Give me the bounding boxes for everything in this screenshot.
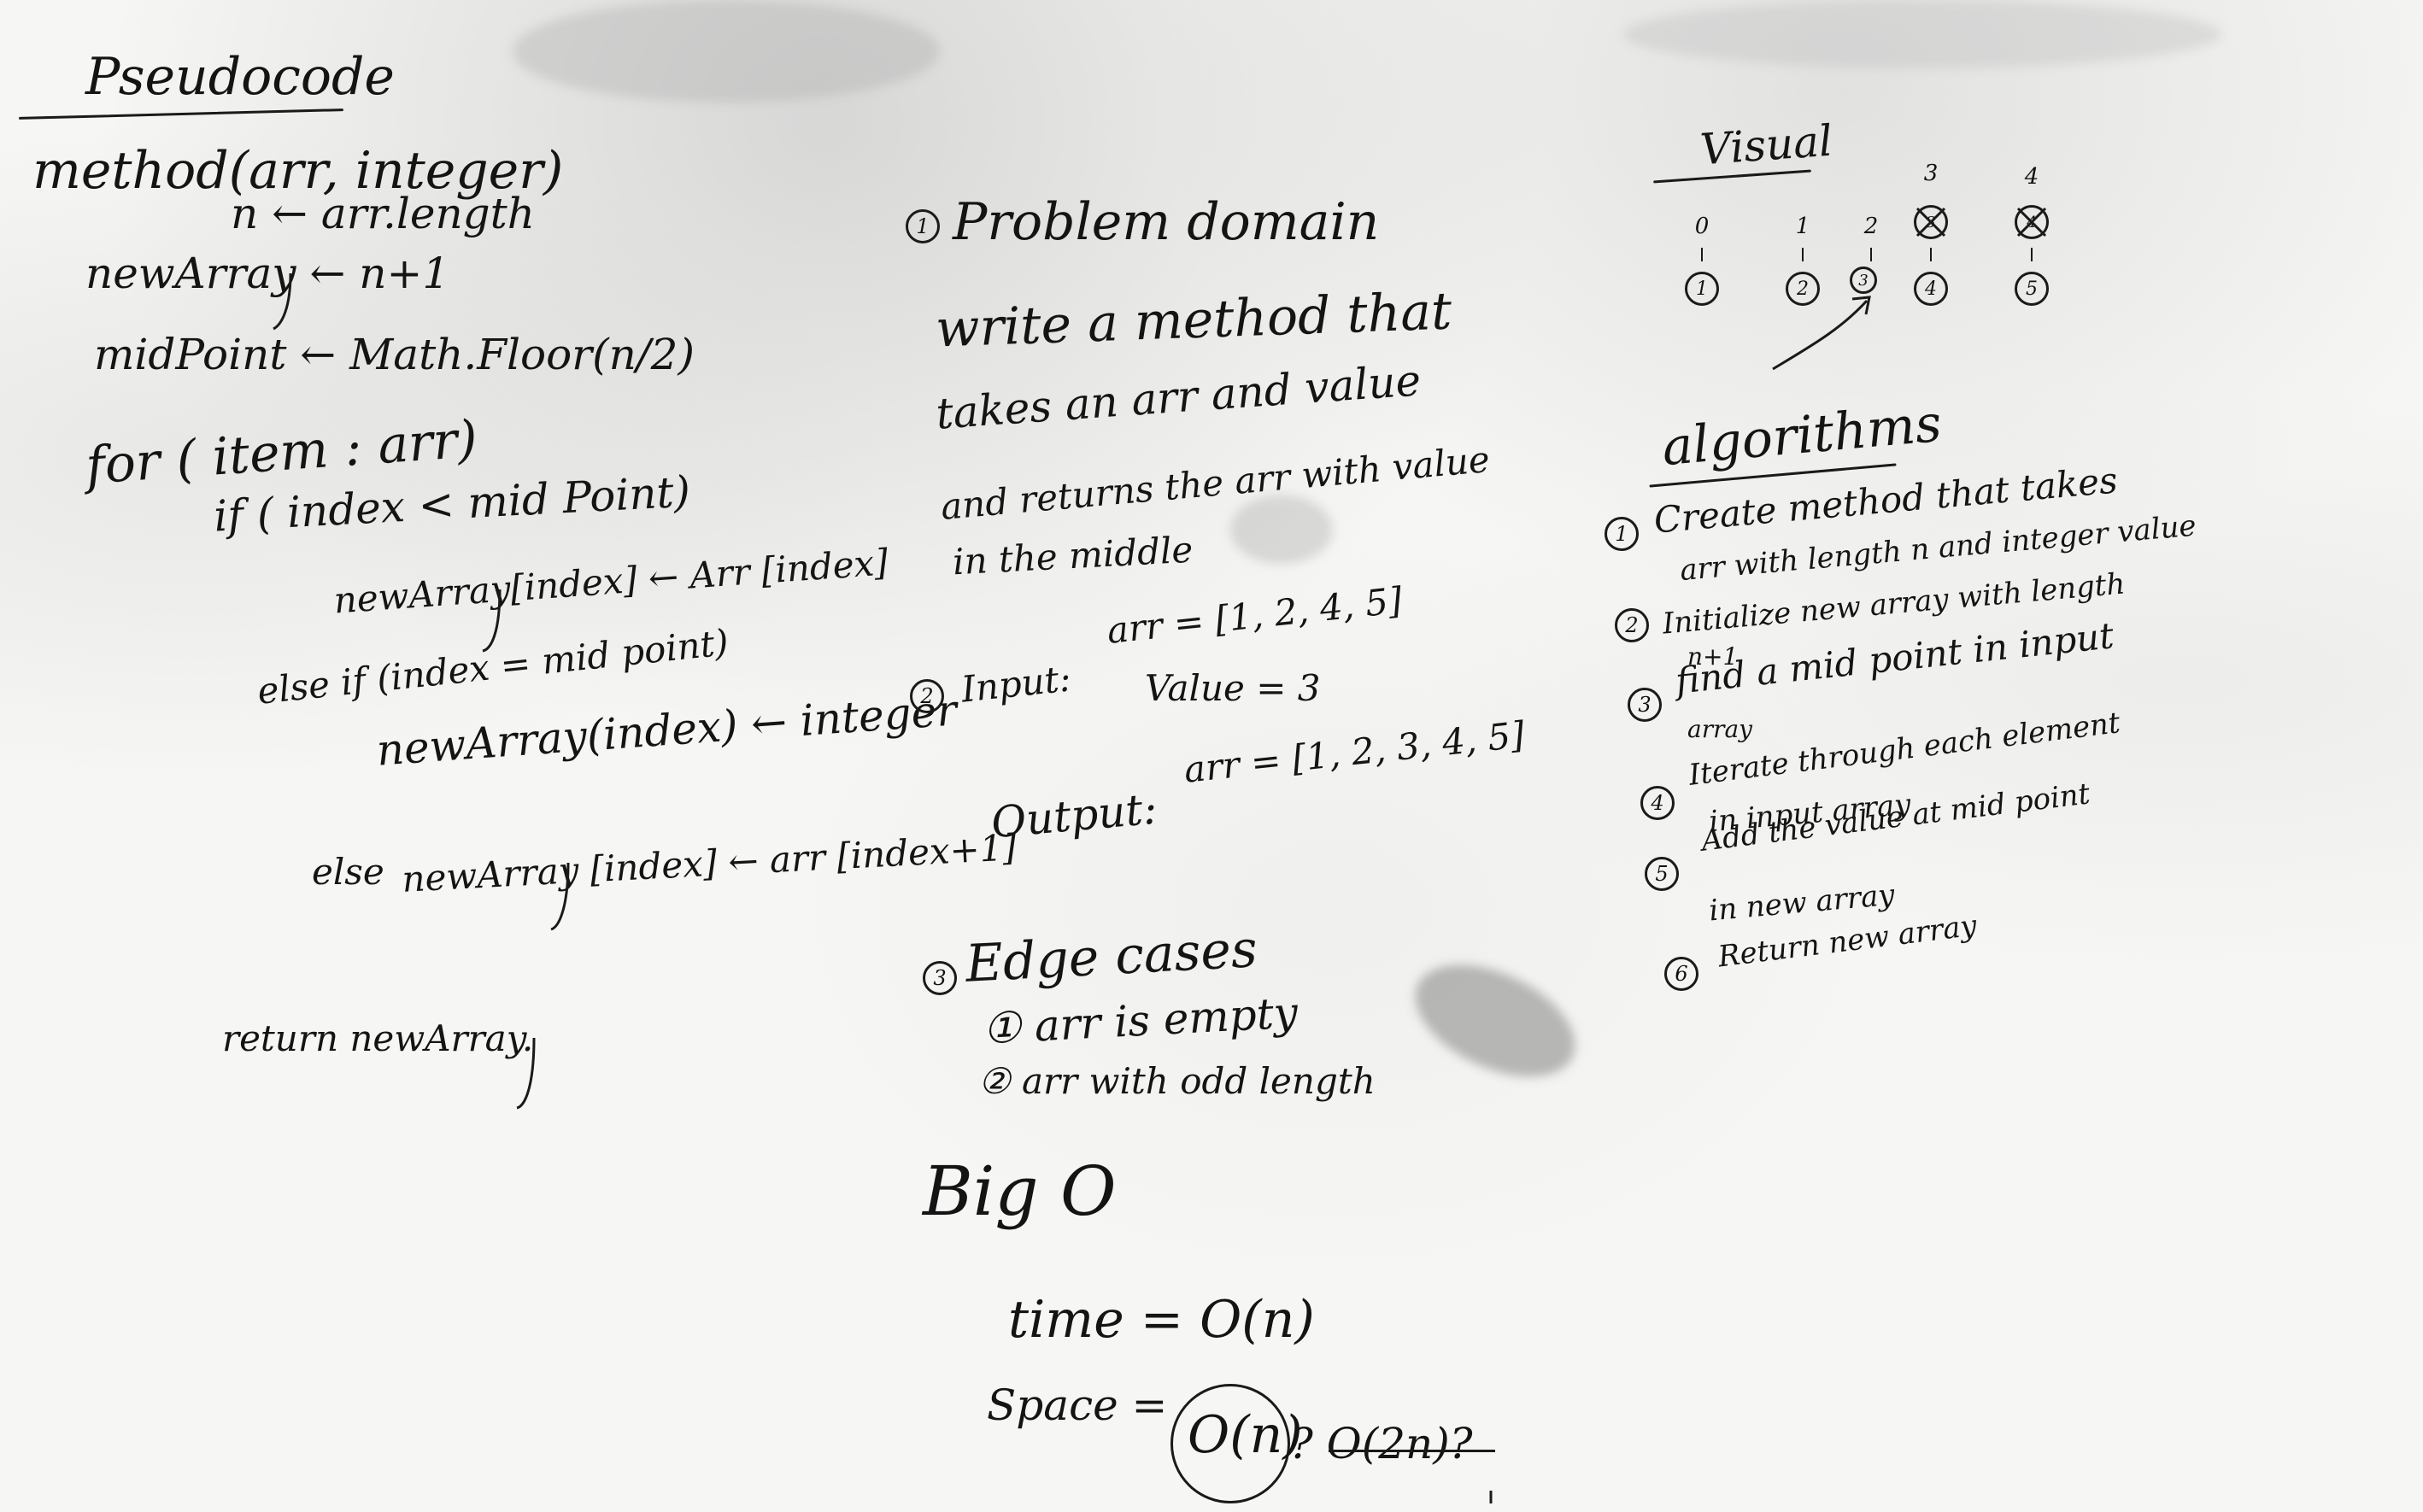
big-o-space-circle — [1170, 1384, 1290, 1503]
eraser-smudge — [513, 0, 940, 103]
visual-tick — [1870, 248, 1872, 261]
input-label: Input: — [959, 657, 1073, 711]
algo-step-2-line2: n+1 — [1687, 642, 1739, 671]
pseudo-line-method: method(arr, integer) — [32, 141, 564, 201]
visual-title: Visual — [1698, 115, 1834, 175]
pseudo-line-newarray: newArray ← n+1 — [85, 249, 450, 298]
visual-tick — [2031, 248, 2033, 261]
pseudo-line-return: return newArray. — [222, 1017, 534, 1059]
problem-line-1: write a method that — [934, 281, 1453, 360]
pseudo-line-n: n ← arr.length — [231, 189, 535, 238]
step-badge-1: 1 — [906, 209, 940, 243]
pseudo-line-assign-right: newArray [index] ← arr [index+1] — [401, 826, 1018, 900]
visual-index-1: 1 — [1795, 214, 1810, 239]
pseudocode-title: Pseudocode — [85, 47, 395, 107]
visual-node-1: 1 — [1685, 272, 1719, 306]
problem-domain-heading: Problem domain — [953, 192, 1380, 252]
big-o-time: time = O(n) — [1008, 1290, 1315, 1350]
visual-tick — [1802, 248, 1804, 261]
visual-tick — [1930, 248, 1932, 261]
algo-step-badge-5: 5 — [1645, 857, 1679, 891]
visual-node-3: 3 — [1850, 267, 1877, 294]
problem-line-3: and returns the arr with value — [939, 438, 1492, 529]
pseudo-line-assign-left: newArray[index] ← Arr [index] — [332, 541, 890, 622]
edge-case-1: ① arr is empty — [981, 987, 1300, 1054]
visual-struck-node-4: 4 — [2015, 205, 2049, 239]
pseudo-line-assign-integer: newArray(index) ← integer — [374, 685, 959, 776]
visual-struck-node-3-label: 3 — [1926, 213, 1936, 231]
pseudo-line-elseif: else if (index = mid point) — [255, 621, 730, 712]
visual-upper-label-3: 3 — [1923, 161, 1939, 186]
input-value: Value = 3 — [1145, 667, 1321, 709]
algo-step-badge-2: 2 — [1615, 608, 1649, 642]
problem-line-4: in the middle — [951, 528, 1194, 583]
algo-step-badge-1: 1 — [1605, 517, 1639, 551]
big-o-space-label: Space = — [987, 1380, 1168, 1430]
visual-tick — [1701, 248, 1703, 261]
problem-line-2: takes an arr and value — [934, 355, 1423, 439]
edge-case-2: ② arr with odd length — [978, 1060, 1376, 1102]
step-badge-3: 3 — [923, 961, 957, 995]
algo-step-3-line2: array — [1687, 715, 1752, 743]
output-label: Output: — [989, 783, 1159, 848]
big-o-space-alt: ? O(2n)? — [1290, 1419, 1473, 1468]
algorithms-title: algorithms — [1659, 393, 1945, 478]
visual-index-2: 2 — [1863, 214, 1879, 239]
edge-cases-heading: Edge cases — [964, 919, 1259, 994]
pseudocode-title-underline — [19, 108, 343, 120]
visual-insert-arrowhead — [1851, 296, 1871, 315]
visual-node-4: 4 — [1914, 272, 1948, 306]
step-badge-2: 2 — [910, 679, 944, 713]
algo-step-badge-4: 4 — [1640, 786, 1675, 820]
visual-struck-node-3: 3 — [1914, 205, 1948, 239]
big-o-space-value: O(n) — [1188, 1405, 1303, 1465]
algo-step-badge-3: 3 — [1628, 688, 1662, 722]
pseudo-line-midpoint: midPoint ← Math.Floor(n/2) — [94, 330, 695, 379]
visual-index-0: 0 — [1694, 214, 1710, 239]
algo-step-4-line1: Iterate through each element — [1687, 706, 2122, 793]
visual-insert-arrow — [1772, 299, 1869, 371]
visual-node-2: 2 — [1786, 272, 1820, 306]
visual-struck-node-4-label: 4 — [2027, 213, 2037, 231]
big-o-space-alt-strike — [1329, 1450, 1495, 1452]
visual-upper-label-4: 4 — [2024, 164, 2039, 190]
algo-step-5-line2: in new array — [1707, 877, 1897, 929]
big-o-heading: Big O — [923, 1152, 1117, 1231]
pseudo-line-else: else — [312, 851, 384, 893]
eraser-smudge — [1398, 941, 1593, 1100]
algo-step-badge-6: 6 — [1664, 957, 1698, 991]
eraser-smudge — [1623, 0, 2221, 68]
input-arr: arr = [1, 2, 4, 5] — [1105, 579, 1405, 652]
eraser-smudge — [1230, 495, 1333, 564]
output-arr: arr = [1, 2, 3, 4, 5] — [1182, 713, 1527, 791]
visual-node-5: 5 — [2015, 272, 2049, 306]
